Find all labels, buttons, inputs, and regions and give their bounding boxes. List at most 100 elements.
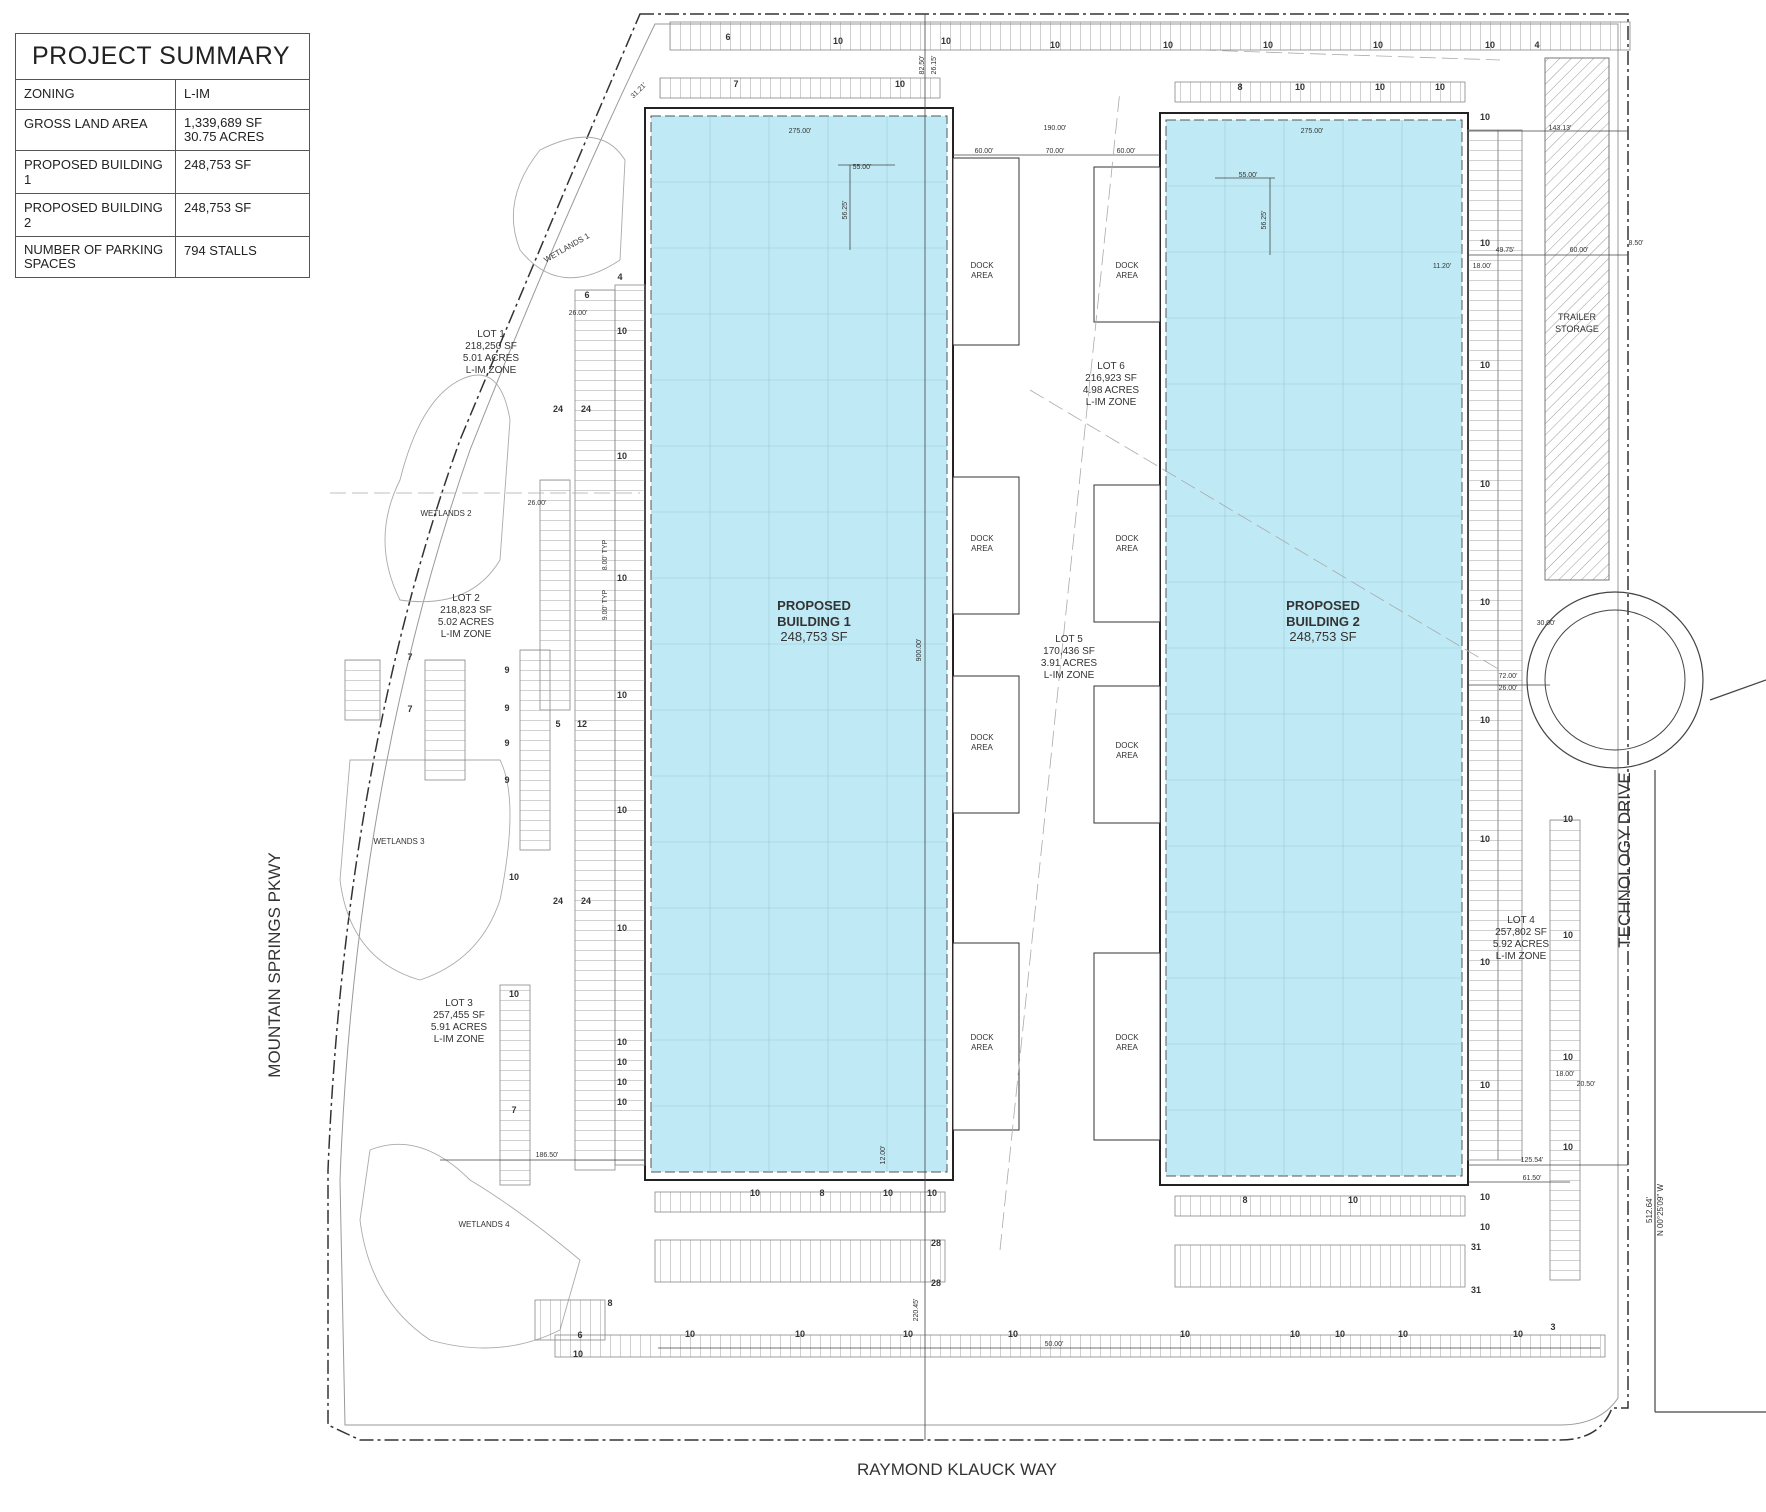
project-summary-table: PROJECT SUMMARY ZONING L-IM GROSS LAND A… xyxy=(15,33,310,278)
parking-stalls xyxy=(344,21,1631,1358)
dimension-label: 143.13' xyxy=(1549,125,1572,132)
summary-row-parking: NUMBER OF PARKING SPACES 794 STALLS xyxy=(15,236,310,278)
stall-count: 10 xyxy=(895,79,905,89)
summary-title: PROJECT SUMMARY xyxy=(15,33,310,80)
stall-count: 10 xyxy=(617,573,627,583)
stall-count: 7 xyxy=(733,79,738,89)
street-name-east: TECHNOLOGY DRIVE xyxy=(1615,772,1634,947)
stall-count: 10 xyxy=(617,923,627,933)
lot-label: L-IM ZONE xyxy=(434,1034,485,1045)
lot-label: L-IM ZONE xyxy=(1086,397,1137,408)
stall-count: 7 xyxy=(407,704,412,714)
dimension-label: 49.75' xyxy=(1496,247,1515,254)
stall-count: 10 xyxy=(1480,112,1490,122)
lot-label: 5.01 ACRES xyxy=(463,353,519,364)
stall-count: 10 xyxy=(1480,597,1490,607)
stall-count: 10 xyxy=(1480,834,1490,844)
lot-label: 257,802 SF xyxy=(1495,927,1547,938)
parking-stall-row xyxy=(614,284,646,1166)
summary-value: 1,339,689 SF 30.75 ACRES xyxy=(175,109,310,151)
lot-label: 218,250 SF xyxy=(465,341,517,352)
stall-count: 28 xyxy=(931,1238,941,1248)
stall-count: 10 xyxy=(1480,479,1490,489)
lot-label: L-IM ZONE xyxy=(1496,951,1547,962)
lot-label: 4.98 ACRES xyxy=(1083,385,1139,396)
stall-count: 10 xyxy=(1375,82,1385,92)
building-column-grid xyxy=(651,116,1462,1176)
dimension-label: 61.50' xyxy=(1523,1175,1542,1182)
dock-area-box xyxy=(952,476,1020,615)
dimension-label: 50.00' xyxy=(1045,1341,1064,1348)
dock-area-box xyxy=(1093,166,1161,323)
lot-label: 218,823 SF xyxy=(440,605,492,616)
lot-label: LOT 1 xyxy=(477,329,505,340)
stall-count: 10 xyxy=(1480,360,1490,370)
stall-count: 10 xyxy=(1480,715,1490,725)
stall-count: 10 xyxy=(903,1329,913,1339)
stall-count: 10 xyxy=(617,1057,627,1067)
stall-count: 4 xyxy=(617,272,622,282)
summary-value: 794 STALLS xyxy=(175,236,310,278)
lot-lines xyxy=(330,49,1501,1251)
stall-count: 10 xyxy=(1050,40,1060,50)
parking-stall-row xyxy=(1497,129,1523,1161)
dimension-lines xyxy=(440,14,1628,1440)
summary-value: 248,753 SF xyxy=(175,150,310,194)
dimension-label: 82.50' xyxy=(919,56,926,75)
stall-count: 10 xyxy=(941,36,951,46)
parking-stall-row xyxy=(659,77,941,99)
stall-count: 10 xyxy=(750,1188,760,1198)
dimension-label: 56.25' xyxy=(1261,211,1268,230)
stall-count: 7 xyxy=(511,1105,516,1115)
stall-count: 10 xyxy=(1513,1329,1523,1339)
summary-row-zoning: ZONING L-IM xyxy=(15,79,310,110)
stall-count: 10 xyxy=(883,1188,893,1198)
stall-count: 6 xyxy=(577,1330,582,1340)
stall-count: 10 xyxy=(1563,930,1573,940)
stall-count: 24 xyxy=(553,896,563,906)
stall-count: 8 xyxy=(607,1298,612,1308)
parking-stall-row xyxy=(1174,1195,1466,1217)
summary-label: GROSS LAND AREA xyxy=(15,109,176,151)
stall-count: 10 xyxy=(1263,40,1273,50)
dimension-label: 72.00' xyxy=(1499,673,1518,680)
stall-count: 24 xyxy=(553,404,563,414)
stall-count: 12 xyxy=(577,719,587,729)
stall-count: 24 xyxy=(581,404,591,414)
wetlands-label: WETLANDS 4 xyxy=(458,1220,510,1229)
stall-count: 10 xyxy=(1563,1142,1573,1152)
parking-stall-row xyxy=(574,289,616,1171)
stall-count: 10 xyxy=(1563,1052,1573,1062)
stall-count: 9 xyxy=(504,738,509,748)
lot-label: 5.92 ACRES xyxy=(1493,939,1549,950)
dimension-label: 220.45' xyxy=(913,1299,920,1322)
stall-count: 10 xyxy=(1480,1222,1490,1232)
dimension-label: 60.00' xyxy=(1117,148,1136,155)
summary-value: L-IM xyxy=(175,79,310,110)
stall-count: 10 xyxy=(927,1188,937,1198)
dimension-label: 26.00' xyxy=(1499,685,1518,692)
dimension-label: 12.00' xyxy=(880,1146,887,1165)
building-1-area: 248,753 SF xyxy=(780,629,847,644)
lot-label: 5.91 ACRES xyxy=(431,1022,487,1033)
lot-label: LOT 5 xyxy=(1055,634,1083,645)
dock-area-box xyxy=(1093,484,1161,623)
dimension-label: 8.50' xyxy=(1629,240,1644,247)
stall-count: 8 xyxy=(819,1188,824,1198)
summary-label: PROPOSED BUILDING 1 xyxy=(15,150,176,194)
parking-stall-row xyxy=(499,984,531,1186)
stall-count: 10 xyxy=(1008,1329,1018,1339)
stall-count: 10 xyxy=(617,451,627,461)
summary-value: 248,753 SF xyxy=(175,193,310,237)
stall-count: 10 xyxy=(1480,957,1490,967)
dimension-label: 18.00' xyxy=(1473,263,1492,270)
stall-count: 10 xyxy=(617,1077,627,1087)
summary-row-building-2: PROPOSED BUILDING 2 248,753 SF xyxy=(15,193,310,237)
lot-label: 3.91 ACRES xyxy=(1041,658,1097,669)
dimension-label: 60.00' xyxy=(975,148,994,155)
stall-count: 9 xyxy=(504,703,509,713)
dimension-label: 31.21' xyxy=(630,82,648,100)
curb-line xyxy=(339,23,1619,1426)
